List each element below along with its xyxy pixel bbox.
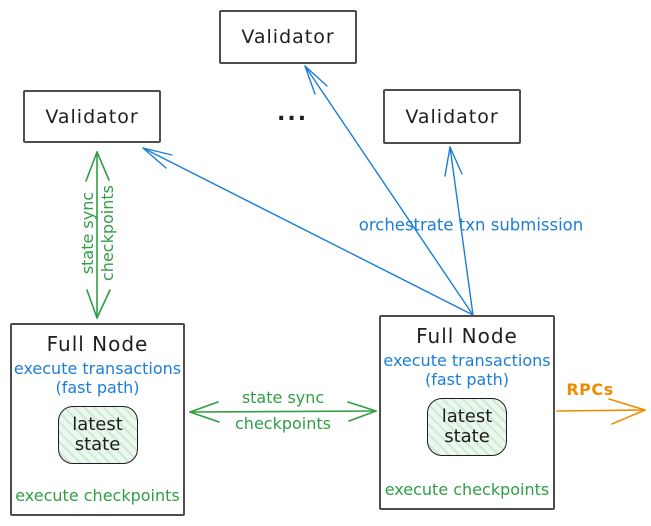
full-node-title: Full Node [46, 332, 149, 356]
execute-checkpoints-label: execute checkpoints [15, 486, 180, 505]
execute-transactions-line1: execute transactions [383, 351, 551, 370]
latest-state-box: latest state [57, 406, 138, 465]
validator-label: Validator [241, 26, 335, 48]
latest-state-line1: latest [441, 405, 493, 427]
more-validators-ellipsis: ... [277, 101, 309, 126]
execute-transactions-label: execute transactions (fast path) [383, 351, 550, 389]
rpcs-label: RPCs [566, 380, 614, 399]
validator-box-right: Validator [383, 89, 521, 144]
fast-path-line: (fast path) [55, 378, 140, 398]
validator-label: Validator [405, 105, 499, 128]
state-sync-vertical-line2: checkpoints [98, 185, 117, 281]
latest-state-line2: state [74, 434, 121, 456]
state-sync-horizontal-line2: checkpoints [235, 414, 331, 433]
orchestrate-arrows [142, 65, 474, 316]
state-sync-arrow-vertical [85, 151, 111, 319]
latest-state-line2: state [444, 426, 490, 448]
rpcs-arrow [556, 398, 646, 425]
state-sync-horizontal-label: state sync checkpoints [235, 388, 331, 434]
full-node-title: Full Node [416, 324, 518, 348]
validator-box-left: Validator [23, 90, 161, 143]
validator-label: Validator [45, 105, 139, 128]
full-node-box-left: Full Node execute transactions (fast pat… [10, 323, 185, 516]
execute-transactions-label: execute transactions (fast path) [14, 359, 181, 397]
fast-path-line: (fast path) [425, 370, 509, 390]
execute-checkpoints-label: execute checkpoints [384, 480, 550, 499]
state-sync-horizontal-line1: state sync [241, 388, 325, 407]
state-sync-vertical-label: state sync checkpoints [78, 185, 118, 281]
orchestrate-txn-submission-label: orchestrate txn submission [358, 215, 584, 235]
execute-transactions-line1: execute transactions [13, 359, 182, 378]
latest-state-box: latest state [427, 398, 507, 457]
latest-state-line1: latest [72, 413, 123, 435]
full-node-box-right: Full Node execute transactions (fast pat… [379, 315, 555, 510]
state-sync-arrow-horizontal [189, 401, 377, 423]
validator-box-top: Validator [219, 10, 357, 64]
state-sync-vertical-line1: state sync [78, 191, 97, 275]
